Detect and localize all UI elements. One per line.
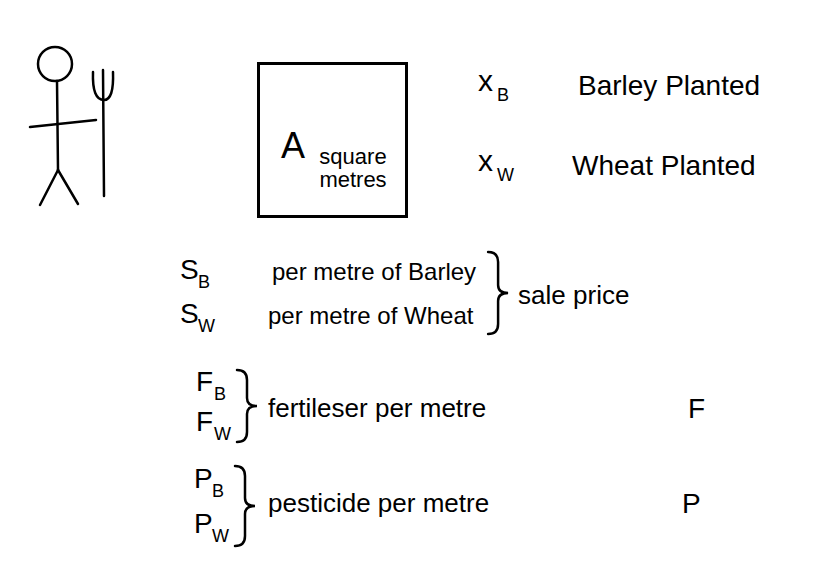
brace bbox=[237, 370, 257, 442]
area-symbol: A bbox=[278, 127, 308, 165]
total-symbol: P bbox=[682, 490, 701, 518]
description: per metre of Barley bbox=[272, 260, 476, 284]
subscript: B bbox=[212, 482, 224, 500]
variable: S bbox=[180, 256, 199, 284]
subscript: W bbox=[497, 166, 514, 184]
subscript: B bbox=[198, 273, 210, 291]
variable: P bbox=[194, 465, 213, 493]
crop-label: Barley Planted bbox=[578, 72, 760, 100]
farmer-figure bbox=[30, 47, 96, 205]
variable: F bbox=[196, 368, 213, 396]
subscript: W bbox=[198, 317, 215, 335]
subscript: B bbox=[214, 385, 226, 403]
brace bbox=[488, 252, 508, 334]
pitchfork bbox=[93, 70, 113, 196]
description: pesticide per metre bbox=[268, 490, 489, 516]
brace bbox=[235, 466, 255, 546]
description: per metre of Wheat bbox=[268, 304, 473, 328]
variable: x bbox=[478, 146, 493, 176]
variable: x bbox=[478, 66, 493, 96]
description: fertileser per metre bbox=[268, 395, 486, 421]
subscript: B bbox=[497, 86, 509, 104]
variable: F bbox=[196, 408, 213, 436]
crop-label: Wheat Planted bbox=[572, 152, 756, 180]
variable: P bbox=[194, 510, 213, 538]
subscript: W bbox=[214, 425, 231, 443]
subscript: W bbox=[212, 527, 229, 545]
group-label: sale price bbox=[518, 282, 629, 308]
field-box: Asquare metres bbox=[257, 62, 408, 218]
area-unit: square metres bbox=[306, 145, 400, 191]
variable: S bbox=[180, 300, 199, 328]
total-symbol: F bbox=[688, 395, 705, 423]
